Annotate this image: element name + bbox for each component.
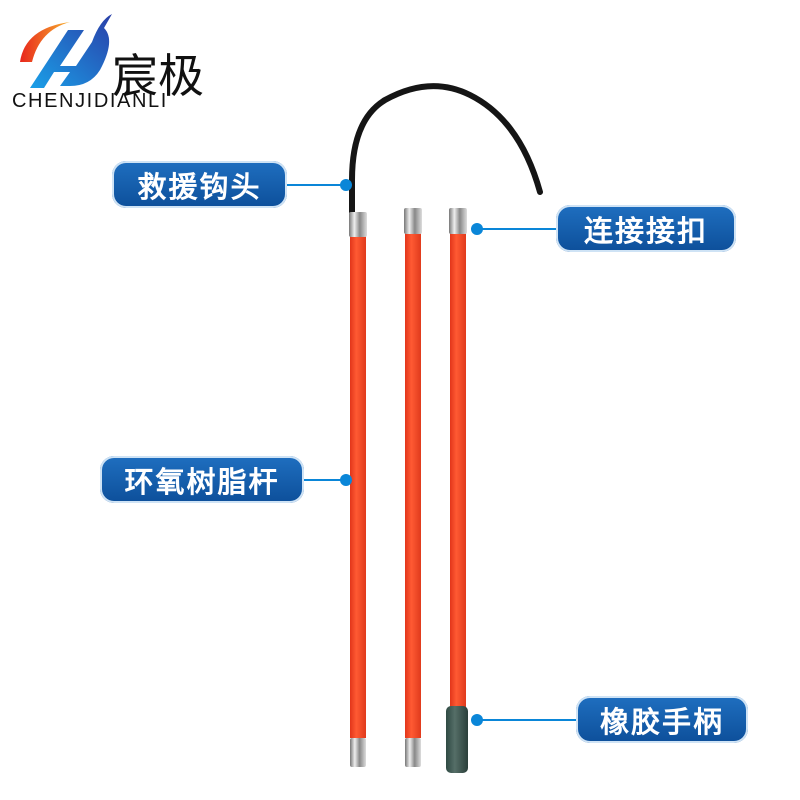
label-hook: 救援钩头 [112, 161, 287, 208]
label-rod: 环氧树脂杆 [100, 456, 304, 503]
rubber-grip [446, 706, 468, 773]
label-connector: 连接接扣 [556, 205, 736, 252]
pole-2 [404, 208, 422, 767]
hook-cable [349, 83, 543, 215]
logo-text-en: CHENJIDIANLI [12, 90, 168, 112]
callout-lines [287, 179, 576, 726]
logo-emblem [20, 14, 112, 88]
label-handle: 橡胶手柄 [576, 696, 748, 743]
pole-1 [349, 212, 367, 767]
pole-3 [446, 208, 468, 773]
logo-text-cn: 宸极 [112, 49, 204, 103]
